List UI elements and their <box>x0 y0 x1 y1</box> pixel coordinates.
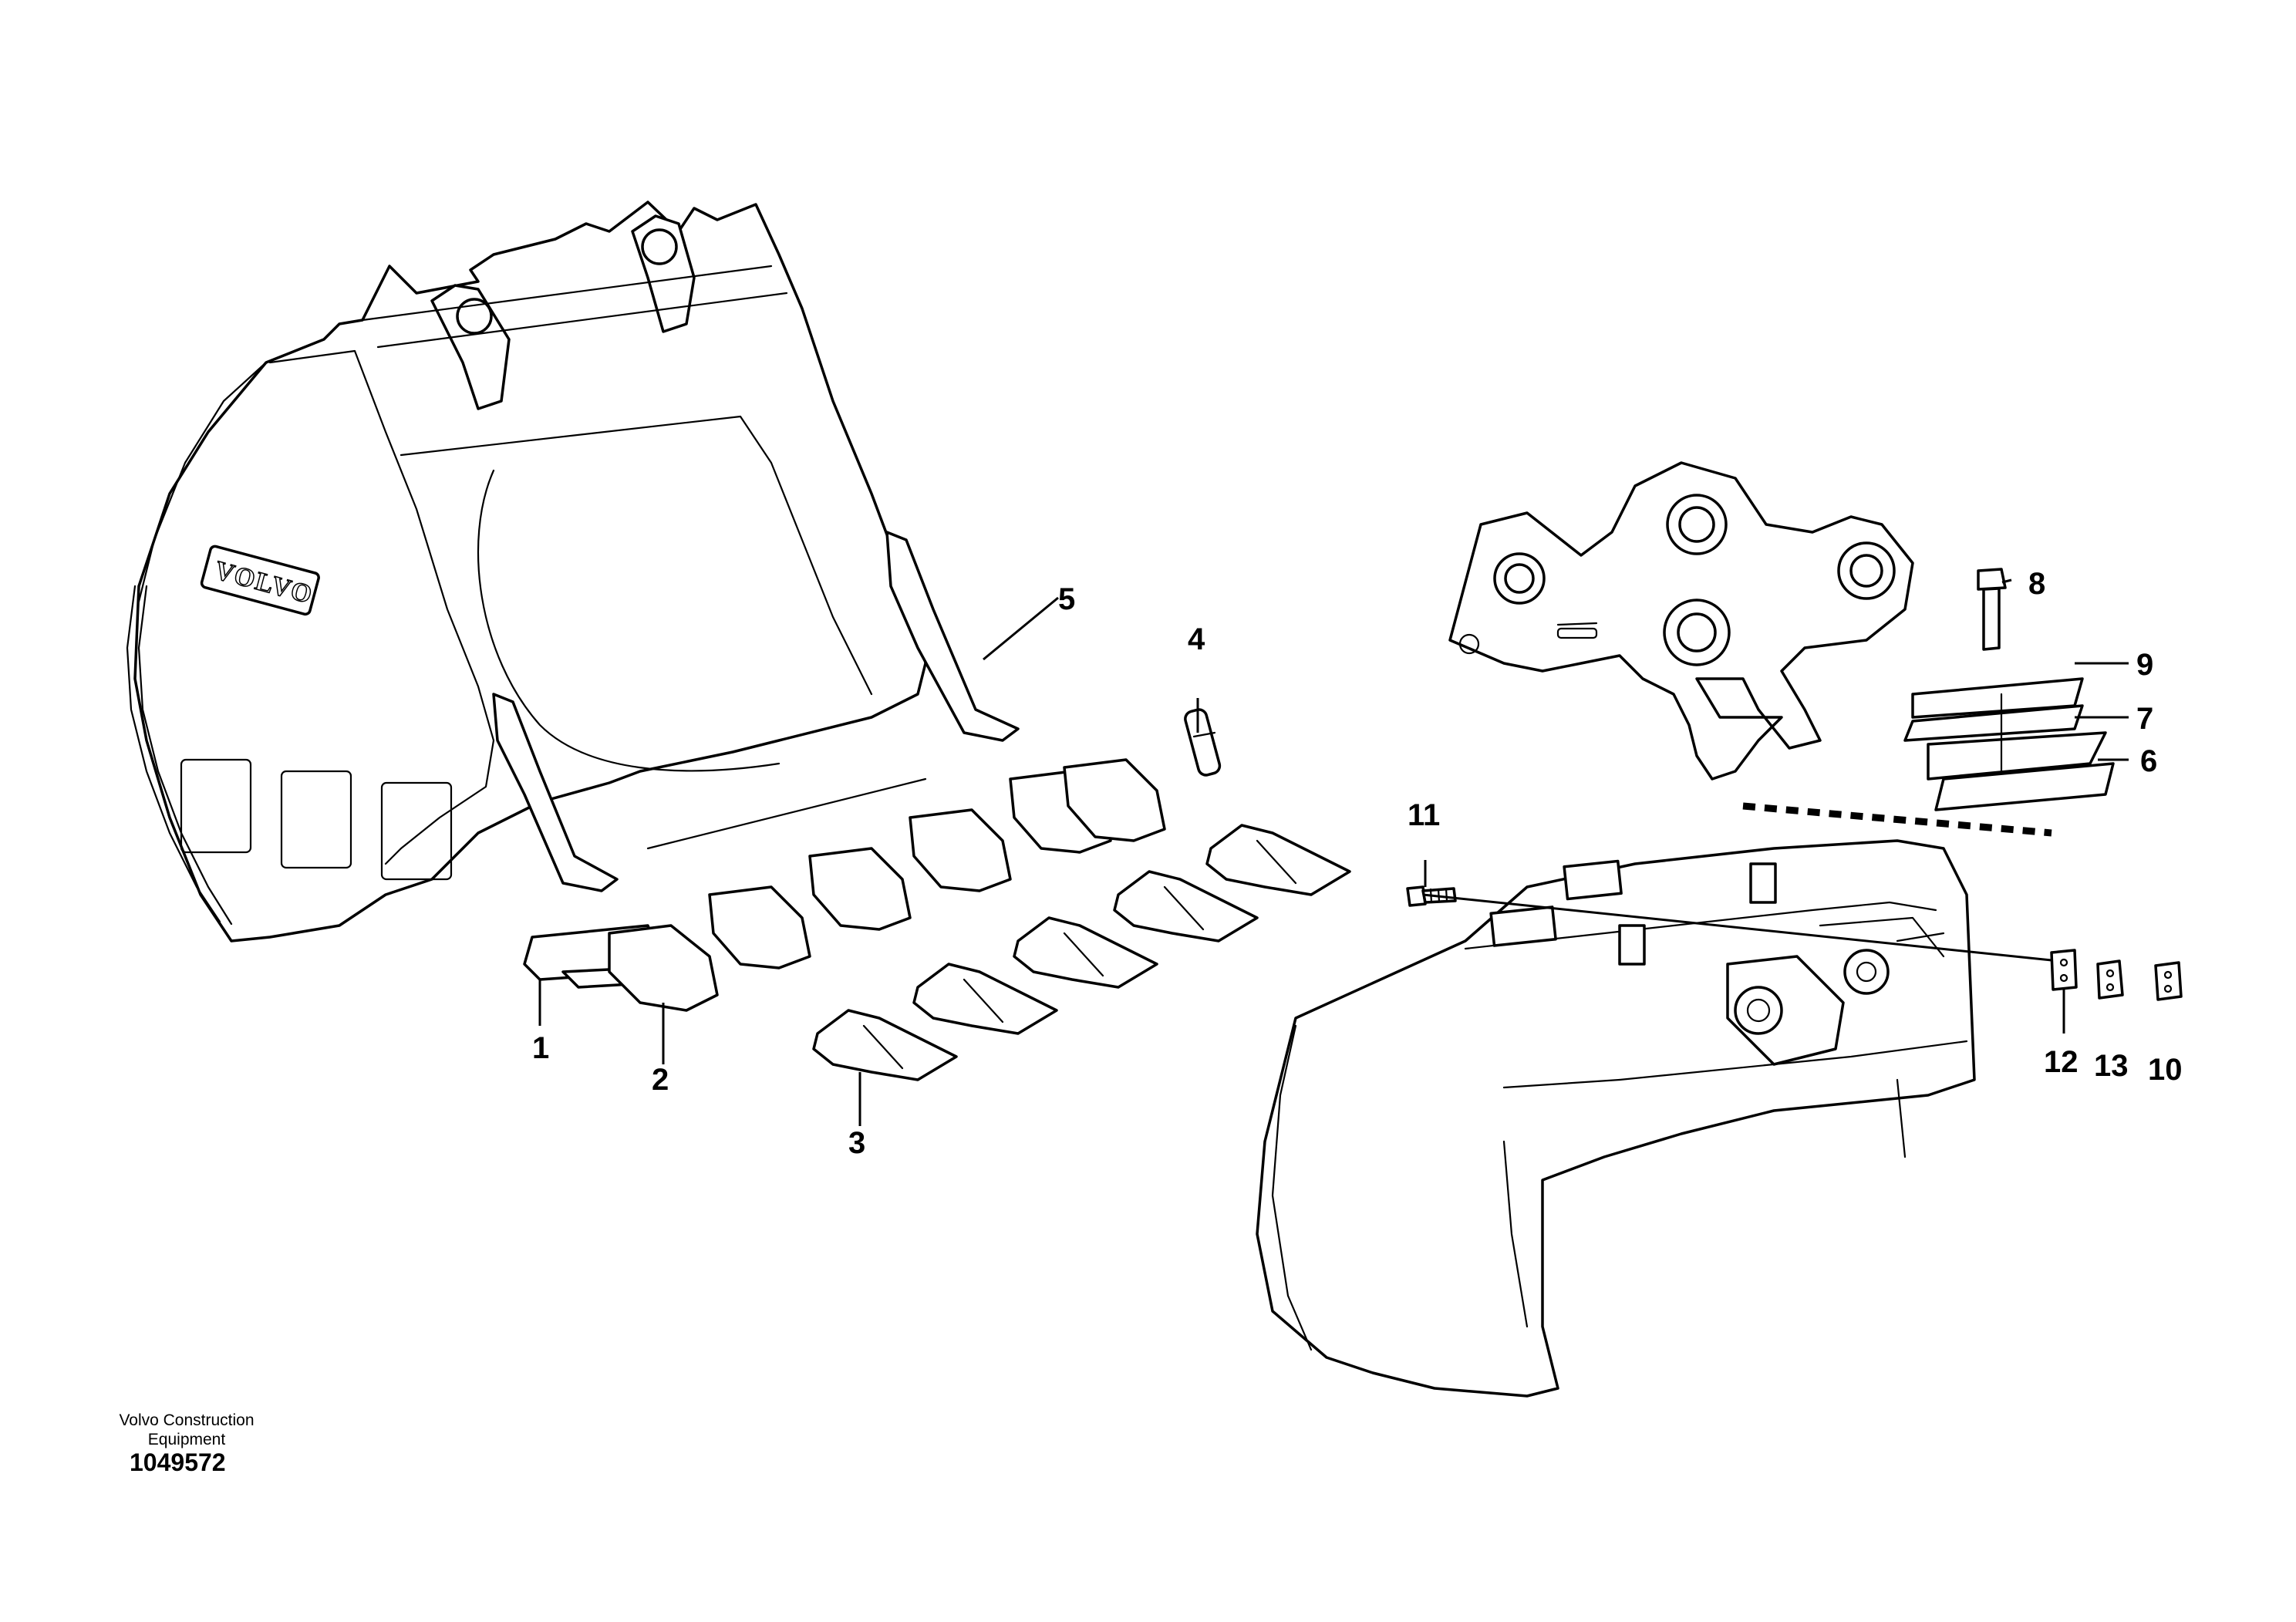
callout-3: 3 <box>848 1126 865 1160</box>
shim-stack <box>1903 677 2115 811</box>
callout-5: 5 <box>1058 582 1075 616</box>
company-name-line1: Volvo Construction <box>119 1411 255 1429</box>
retainer-pin <box>1184 708 1222 777</box>
callout-6: 6 <box>2140 744 2157 778</box>
company-name-line2: Equipment <box>147 1431 226 1448</box>
callout-13: 13 <box>2094 1049 2129 1083</box>
bucket-with-coupler <box>1256 839 1976 1398</box>
leader-lines <box>538 578 2129 1126</box>
bucket-teeth <box>812 824 1351 1081</box>
callout-2: 2 <box>652 1063 669 1097</box>
callout-9: 9 <box>2136 648 2153 682</box>
callout-7: 7 <box>2136 702 2153 736</box>
wear-pads <box>2050 949 2183 1001</box>
callout-8: 8 <box>2028 567 2045 601</box>
tooth-adapters <box>608 758 1166 1012</box>
callout-labels: 1 2 3 4 5 6 7 8 9 10 11 12 13 <box>532 567 2183 1160</box>
callout-10: 10 <box>2148 1053 2183 1087</box>
callout-12: 12 <box>2044 1045 2079 1079</box>
hex-bolt <box>1977 568 2007 651</box>
callout-1: 1 <box>532 1031 549 1065</box>
callout-11: 11 <box>1408 798 1440 832</box>
drawing-number: 1049572 <box>130 1448 226 1476</box>
quick-coupler-bracket <box>1448 461 1914 781</box>
dashed-link <box>1742 802 2052 837</box>
callout-4: 4 <box>1188 622 1205 656</box>
